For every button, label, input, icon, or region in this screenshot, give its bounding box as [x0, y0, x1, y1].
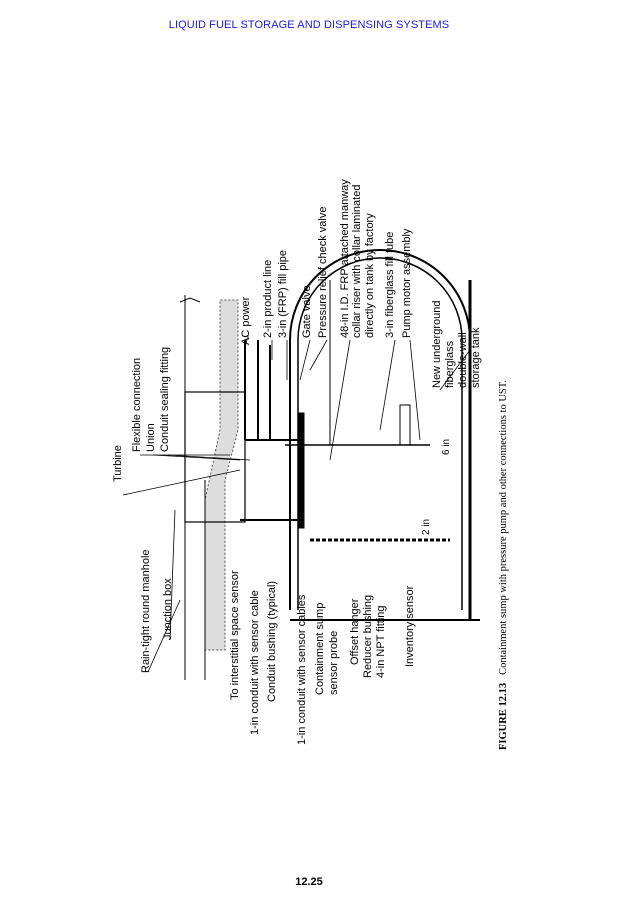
label-pump-motor: Pump motor assembly: [401, 228, 413, 338]
label-tank-3: double-wall: [457, 332, 469, 388]
label-sump-probe-1: Containment sump: [314, 602, 326, 695]
label-conduit-sealing-fitting: Conduit sealing fitting: [159, 346, 171, 452]
label-turbine: Turbine: [112, 445, 124, 482]
label-interstitial-sensor: To interstitial space sensor: [229, 570, 241, 700]
label-tank-1: New underground: [431, 300, 443, 388]
label-fill-pipe: 3-in (FRP) fill pipe: [277, 249, 289, 338]
figure-caption-text: Containment sump with pressure pump and …: [498, 379, 509, 675]
label-fill-tube: 3-in fiberglass fill tube: [384, 231, 396, 338]
label-conduit-sensor-cable: 1-in conduit with sensor cable: [249, 590, 261, 735]
label-reducer-bushing: Reducer bushing: [362, 594, 374, 678]
figure-number: FIGURE 12.13: [498, 682, 509, 750]
pump-motor: [399, 404, 411, 446]
tank-outer: [289, 249, 471, 610]
running-header: LIQUID FUEL STORAGE AND DISPENSING SYSTE…: [168, 19, 450, 31]
label-gate-valve: Gate valve: [301, 285, 313, 338]
label-ac-power: AC power: [240, 296, 252, 345]
page-number: 12.25: [295, 876, 323, 888]
leader-lines: [122, 335, 471, 673]
label-union: Union: [145, 423, 157, 452]
tank-inner: [297, 257, 463, 610]
label-offset-hanger: Offset hanger: [349, 598, 361, 665]
label-manway-3: directly on tank by factory: [364, 213, 376, 338]
label-manway-2: collar riser with collar laminated: [351, 184, 363, 338]
label-check-valve: Pressure relief check valve: [317, 206, 329, 338]
label-tank-4: storage tank: [470, 327, 482, 388]
label-product-line: 2-in product line: [262, 259, 274, 338]
label-npt-fitting: 4-in NPT fitting: [375, 605, 387, 678]
label-conduit-bushing: Conduit bushing (typical): [266, 580, 278, 702]
label-manhole: Rain-tight round manhole: [140, 549, 152, 673]
label-conduit-sensor-cables: 1-in conduit with sensor cables: [296, 594, 308, 745]
label-tank-2: fiberglass: [444, 340, 456, 388]
label-junction-box: Junction box: [162, 578, 174, 640]
dimension-6in: 6 in: [441, 438, 452, 455]
dimension-2in: 2 in: [421, 518, 432, 535]
label-inventory-sensor: Inventory sensor: [404, 585, 416, 667]
label-flexible-connection: Flexible connection: [131, 357, 143, 452]
sump-plate: [297, 412, 305, 529]
label-sump-probe-2: sensor probe: [328, 630, 340, 695]
figure-caption: FIGURE 12.13 Containment sump with pressu…: [498, 380, 509, 750]
